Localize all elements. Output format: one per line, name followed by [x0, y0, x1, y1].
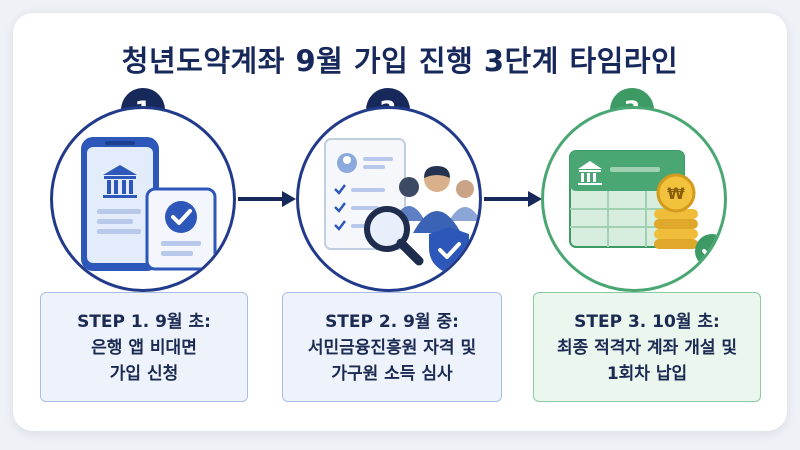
step-1-box: STEP 1. 9월 초: 은행 앱 비대면 가입 신청 [40, 292, 248, 402]
shield-check-icon [429, 227, 469, 274]
step-3-box: STEP 3. 10월 초: 최종 적격자 계좌 개설 및 1회차 납입 [533, 292, 761, 402]
bank-ledger-coins-icon: ₩ [569, 150, 724, 268]
step-2-desc-line1: 서민금융진흥원 자격 및 [307, 338, 477, 358]
document-review-icon [324, 138, 479, 274]
bank-app-phone-icon [81, 137, 217, 271]
arrow-right-icon [238, 191, 296, 207]
step-1-heading: STEP 1. 9월 초: [77, 312, 211, 332]
svg-text:₩: ₩ [667, 184, 685, 203]
step-2-box: STEP 2. 9월 중: 서민금융진흥원 자격 및 가구원 소득 심사 [282, 292, 502, 402]
step-1-illustration [50, 106, 236, 292]
step-3-heading: STEP 3. 10월 초: [574, 312, 720, 332]
step-2-desc-line2: 가구원 소득 심사 [331, 364, 453, 384]
step-2-heading: STEP 2. 9월 중: [325, 312, 459, 332]
magnifier-icon [364, 206, 424, 266]
check-circle-icon [695, 234, 724, 268]
step-3-desc-line2: 1회차 납입 [606, 364, 688, 384]
page-title: 청년도약계좌 9월 가입 진행 3단계 타임라인 [121, 44, 679, 78]
step-2-illustration [296, 106, 482, 292]
step-3-desc-line1: 최종 적격자 계좌 개설 및 [556, 338, 738, 358]
step-1-desc-line1: 은행 앱 비대면 [91, 338, 197, 358]
people-icon [393, 166, 479, 233]
bank-icon [103, 165, 137, 198]
bank-icon [578, 161, 602, 185]
step-1-desc-line2: 가입 신청 [109, 364, 179, 384]
arrow-right-icon [484, 191, 542, 207]
step-3-illustration: ₩ [541, 106, 727, 292]
coins-icon: ₩ [654, 173, 698, 249]
